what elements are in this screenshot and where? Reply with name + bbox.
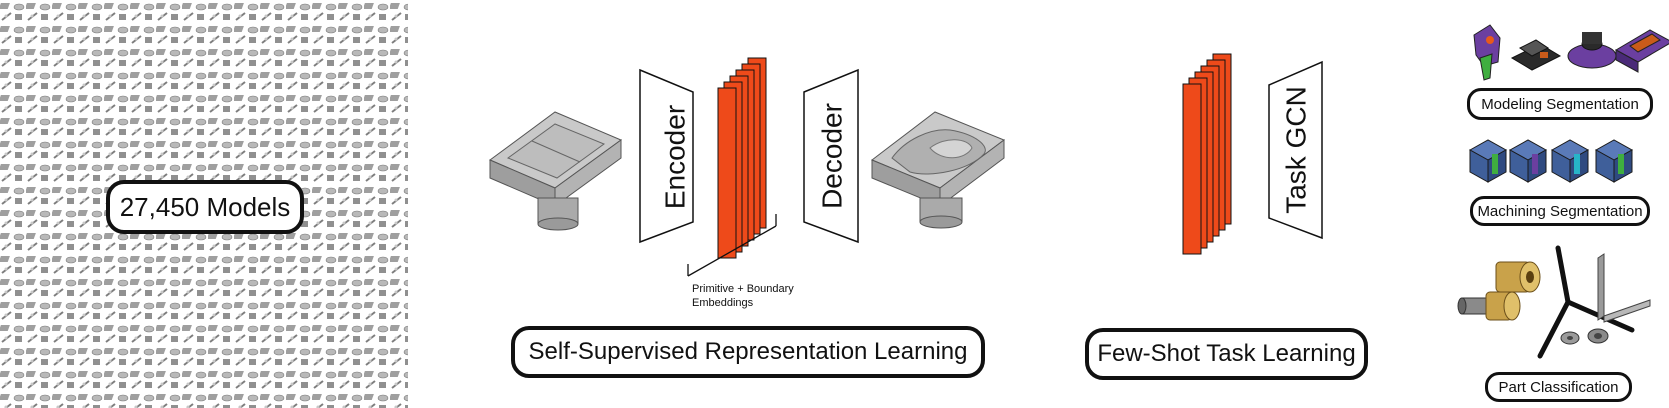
decoder-block xyxy=(803,68,859,244)
machining-cube xyxy=(1468,139,1508,183)
machining-segmentation-examples xyxy=(1468,139,1634,183)
washer-parts xyxy=(1560,328,1609,345)
self-supervised-stage-label: Self-Supervised Representation Learning xyxy=(511,326,985,378)
dataset-count-text: 27,450 Models xyxy=(119,191,291,222)
bracket-part xyxy=(1597,253,1651,323)
machining-segmentation-label: Machining Segmentation xyxy=(1470,196,1650,226)
fewshot-stage-label: Few-Shot Task Learning xyxy=(1085,328,1368,380)
machining-cube xyxy=(1508,139,1548,183)
task-gcn-label: Task GCN xyxy=(1280,86,1311,214)
part-classification-examples xyxy=(1457,245,1651,359)
embedding-caption: Primitive + Boundary Embeddings xyxy=(692,282,794,310)
fewshot-stage-text: Few-Shot Task Learning xyxy=(1097,340,1356,367)
shaft-part xyxy=(1457,291,1521,321)
machining-cube xyxy=(1594,139,1634,183)
encoder-block xyxy=(639,68,694,244)
machining-segmentation-text: Machining Segmentation xyxy=(1477,202,1643,220)
class-separator-lines xyxy=(1537,245,1635,359)
dataset-count-label: 27,450 Models xyxy=(106,180,304,234)
part-classification-text: Part Classification xyxy=(1498,378,1619,396)
modeling-segmentation-text: Modeling Segmentation xyxy=(1481,95,1639,113)
fewshot-embedding-stack xyxy=(1182,53,1232,255)
embedding-sheet xyxy=(717,87,737,259)
part-classification-label: Part Classification xyxy=(1485,372,1632,402)
modeling-segmentation-examples xyxy=(1473,24,1669,81)
embedding-bracket xyxy=(687,225,777,277)
input-part-3d xyxy=(489,111,623,231)
task-gcn-block xyxy=(1268,60,1323,240)
self-supervised-stage-text: Self-Supervised Representation Learning xyxy=(528,338,968,365)
encoder-label: Encoder xyxy=(659,105,690,209)
machining-cube xyxy=(1550,139,1590,183)
gear-part xyxy=(1495,261,1541,293)
fewshot-embedding-sheet xyxy=(1182,83,1202,255)
decoder-label: Decoder xyxy=(816,103,847,209)
output-part-3d xyxy=(871,111,1006,229)
embedding-stack xyxy=(717,57,767,259)
modeling-segmentation-label: Modeling Segmentation xyxy=(1467,88,1653,120)
embedding-caption-line2: Embeddings xyxy=(692,297,754,309)
embedding-caption-line1: Primitive + Boundary xyxy=(692,283,794,295)
